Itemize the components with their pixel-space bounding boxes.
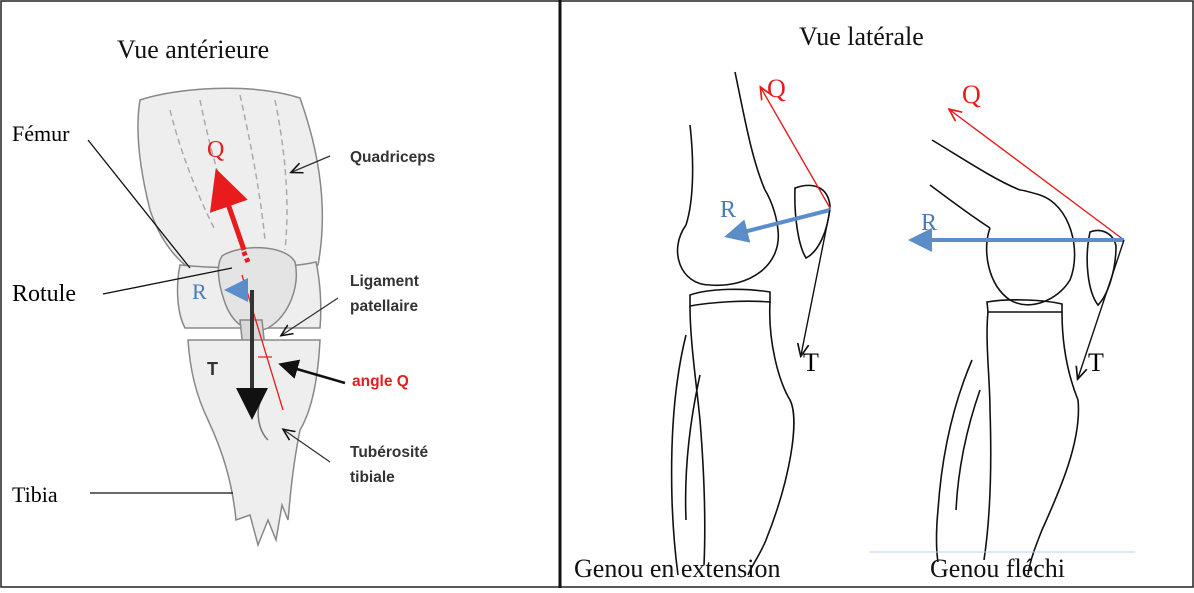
angle-q-label: angle Q — [352, 374, 409, 390]
ext-q-label: Q — [767, 76, 786, 102]
rotule-label: Rotule — [12, 282, 76, 306]
ligament-label-line1: Ligament — [350, 274, 419, 290]
ext-force-t-arrow — [801, 210, 830, 355]
flex-r-label: R — [921, 211, 937, 235]
knee-extension-illustration — [672, 72, 830, 575]
femur-label: Fémur — [12, 123, 69, 145]
flex-t-label: T — [1088, 350, 1104, 376]
flex-force-q-arrow — [950, 110, 1124, 240]
quadriceps-label: Quadriceps — [350, 150, 435, 166]
anterior-r-label: R — [192, 281, 207, 303]
ligament-label-line2: patellaire — [350, 299, 418, 315]
patella-ext — [795, 185, 830, 258]
anterior-view-title: Vue antérieure — [117, 37, 269, 63]
flex-q-label: Q — [962, 82, 981, 108]
ext-r-label: R — [720, 198, 736, 222]
flexed-caption: Genou fléchi — [930, 556, 1065, 582]
anterior-knee-illustration — [138, 88, 322, 545]
tuberosite-label-line2: tibiale — [350, 470, 395, 486]
ext-t-label: T — [803, 350, 819, 376]
femur-shaft-ext — [686, 125, 693, 225]
tuberosite-label-line1: Tubérosité — [350, 445, 428, 461]
anterior-t-label: T — [207, 360, 218, 378]
anterior-q-label: Q — [207, 138, 224, 162]
lateral-view-title: Vue latérale — [799, 24, 924, 50]
extension-caption: Genou en extension — [574, 556, 781, 582]
tibia-label: Tibia — [12, 484, 58, 506]
